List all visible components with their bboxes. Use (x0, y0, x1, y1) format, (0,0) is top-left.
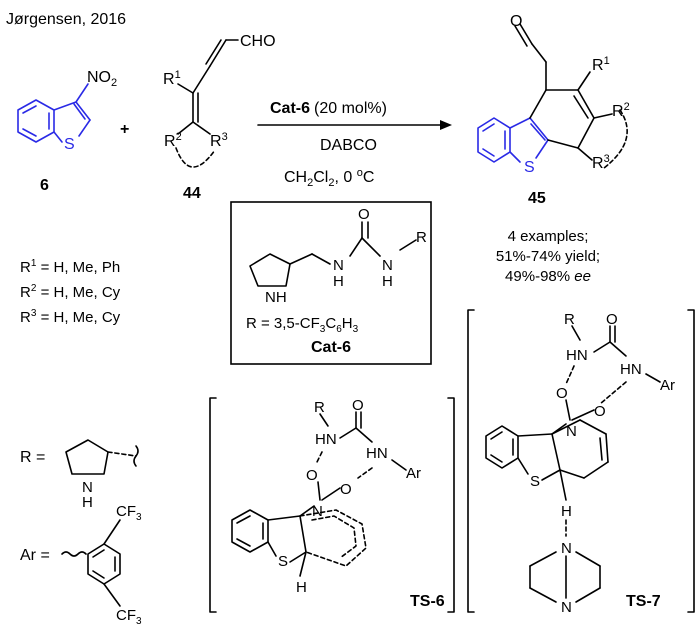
ts7-hn1: HN (566, 347, 588, 364)
compound-45: O S R1 R2 R3 45 (477, 13, 630, 207)
compound-44-label: 44 (183, 185, 201, 202)
catalyst-line: Cat-6(20 mol%) (270, 100, 387, 117)
ts7-s: S (530, 473, 540, 490)
product-sulfur: S (524, 159, 535, 176)
r2-definition: R2 = H, Me, Cy (20, 283, 121, 301)
cf3-top: CF3 (116, 503, 142, 523)
urea-r: R (416, 229, 427, 246)
ts6-structure: R HN O HN Ar O N O S H TS-6 (209, 397, 455, 613)
compound-45-label: 45 (528, 190, 546, 207)
ring-fusion-arc (175, 147, 216, 168)
cf3-bottom: CF3 (116, 607, 142, 625)
ts7-o1: O (606, 311, 618, 328)
ts6-ar: Ar (406, 465, 421, 482)
ts7-n-top: N (561, 540, 572, 557)
ts7-structure: R HN O HN Ar O N O S H N N TS-7 (467, 309, 695, 616)
compound-6: S NO2 6 (17, 69, 117, 194)
ts7-n-bottom: N (561, 599, 572, 616)
ar-definition-structure: Ar = CF3 CF3 (20, 503, 142, 625)
ts6-r: R (314, 399, 325, 416)
ts7-o3: O (594, 403, 606, 420)
r3-definition: R3 = H, Me, Cy (20, 308, 121, 326)
plus-sign: + (120, 121, 129, 138)
ts7-name: TS-7 (626, 593, 661, 610)
r1-label: R1 (163, 69, 181, 88)
base-label: DABCO (320, 137, 377, 154)
r3-label: R3 (210, 131, 228, 150)
product-r1: R1 (592, 55, 610, 74)
sulfur-label: S (64, 136, 75, 153)
examples-count: 4 examples; (508, 228, 589, 245)
compound-6-label: 6 (40, 177, 49, 194)
ts7-o2: O (556, 385, 568, 402)
aldehyde-oxygen: O (510, 13, 522, 30)
ts7-h: H (561, 503, 572, 520)
ts7-n: N (566, 423, 577, 440)
ts7-r: R (564, 311, 575, 328)
ts7-hn2: HN (620, 361, 642, 378)
ee-range: 49%-98% ee (505, 268, 591, 285)
nitro-group: NO2 (87, 69, 117, 89)
ts6-o3: O (340, 481, 352, 498)
cat6-name: Cat-6 (311, 339, 351, 356)
ts7-ar: Ar (660, 377, 675, 394)
yield-range: 51%-74% yield; (496, 248, 600, 265)
product-r2: R2 (612, 101, 630, 120)
ts6-hn2: HN (366, 445, 388, 462)
ts6-o1: O (352, 397, 364, 414)
citation: Jørgensen, 2016 (6, 11, 126, 28)
reaction-arrow (257, 120, 452, 130)
ts6-n: N (312, 503, 323, 520)
ar-def-label: Ar = (20, 547, 50, 564)
ts6-name: TS-6 (410, 593, 445, 610)
ts6-o2: O (306, 467, 318, 484)
ts6-h: H (296, 579, 307, 596)
ts6-hn1: HN (315, 431, 337, 448)
solvent-temp: CH2Cl2, 0 oC (284, 167, 374, 189)
aldehyde-label: CHO (240, 33, 276, 50)
pyrrolidine-nh: NH (265, 289, 287, 306)
cat6-r-definition: R = 3,5-CF3C6H3 (246, 315, 359, 335)
urea-oxygen: O (358, 206, 370, 223)
product-r3: R3 (592, 153, 610, 172)
compound-44: CHO R1 R2 R3 44 (163, 33, 276, 202)
r2-label: R2 (164, 131, 182, 150)
product-ring-arc (603, 109, 628, 169)
r1-definition: R1 = H, Me, Ph (20, 258, 120, 276)
ts6-s: S (278, 553, 288, 570)
r-def-label: R = (20, 449, 45, 466)
